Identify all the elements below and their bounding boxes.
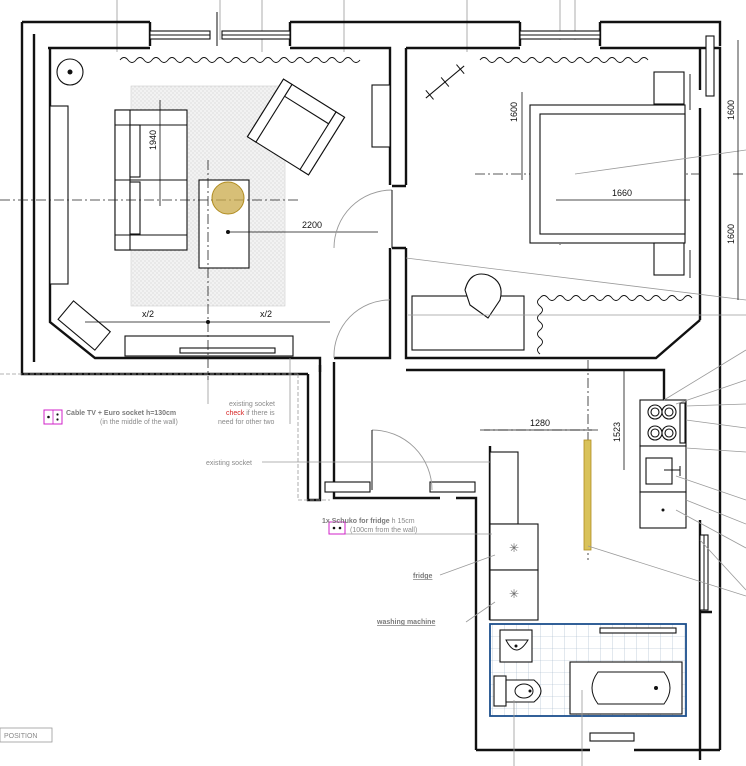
- note-check-word: check: [226, 410, 245, 417]
- dim-bed-length: 1600: [509, 102, 519, 122]
- dim-bed-width: 1660: [612, 188, 632, 198]
- note-cable-tv: Cable TV + Euro socket h=130cm: [66, 410, 176, 417]
- living-light-icon: [211, 181, 245, 215]
- living-room: [49, 58, 391, 357]
- note-check-rest: if there is: [244, 410, 275, 417]
- note-cable-tv-sub: (in the middle of the wall): [100, 419, 178, 426]
- note-fridge-schuko-sub: (100cm from the wall): [350, 527, 417, 534]
- annotation-leaders: [0, 358, 492, 535]
- position-box-label: POSITION: [4, 733, 37, 740]
- dim-half-right: x/2: [260, 309, 272, 319]
- note-existing-socket-2: existing socket: [206, 460, 252, 467]
- kitchen: 1280 1523: [484, 349, 746, 597]
- bedroom: 1600 1660: [405, 64, 746, 351]
- note-check-line: check if there is: [226, 410, 275, 417]
- note-fridge-schuko: 1x Schuko for fridge h 15cm: [322, 518, 415, 525]
- dim-kitchen-width: 1280: [530, 418, 550, 428]
- note-fridge-schuko-bold: 1x Schuko for fridge: [322, 518, 390, 525]
- corner-plant-icon: [56, 58, 84, 86]
- desk-chair: [464, 273, 502, 319]
- washbasin-icon: [499, 629, 533, 663]
- label-washing-machine: washing machine: [376, 619, 435, 626]
- windows: [149, 12, 715, 742]
- coat-rack-icon: [425, 64, 465, 100]
- side-cabinet: [371, 84, 391, 148]
- note-need-other: need for other two: [218, 419, 275, 426]
- fridge-star-icon: ✳: [509, 541, 519, 555]
- bed: [529, 104, 686, 244]
- bathtub-icon: [569, 661, 683, 715]
- corner-cabinet: [57, 300, 112, 351]
- dim-sofa-height: 1940: [148, 130, 158, 150]
- hob-icon: [647, 402, 686, 444]
- kitchen-light-strip: [583, 439, 592, 551]
- dim-right-lower: 1600: [726, 224, 736, 244]
- label-fridge: fridge: [413, 573, 433, 580]
- socket-fridge: [328, 521, 346, 535]
- nightstand-top: [653, 71, 685, 105]
- dim-right-upper: 1600: [726, 100, 736, 120]
- socket-cable-tv: [43, 409, 63, 425]
- armchair: [246, 78, 346, 176]
- position-box: [0, 727, 53, 743]
- wall-shelf: [49, 105, 69, 285]
- living-dimensions: 1940 2200 x/2 x/2: [85, 100, 378, 324]
- curtains: [119, 57, 693, 355]
- washer-star-icon: ✳: [509, 587, 519, 601]
- walls: [20, 20, 722, 760]
- bathroom: [489, 623, 687, 766]
- appliances: ✳ ✳: [439, 451, 539, 623]
- note-fridge-schuko-h: h 15cm: [390, 518, 415, 525]
- dim-living-width: 2200: [302, 220, 322, 230]
- desk: [411, 295, 525, 351]
- doors: [333, 189, 433, 491]
- note-existing-socket-1: existing socket: [229, 401, 275, 408]
- toilet-icon: [493, 675, 542, 707]
- right-dimensions: 1600 1600: [726, 40, 743, 300]
- top-leaders: [116, 0, 576, 52]
- sink-icon: [645, 457, 681, 485]
- dim-kitchen-depth: 1523: [612, 422, 622, 442]
- sofa: [114, 109, 188, 251]
- dim-half-left: x/2: [142, 309, 154, 319]
- nightstand-bottom: [653, 242, 685, 276]
